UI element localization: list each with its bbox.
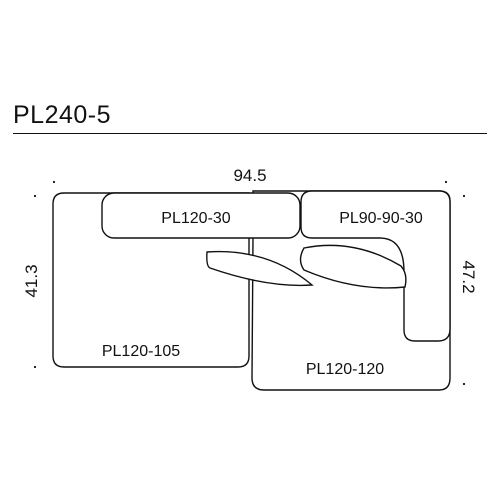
title-divider xyxy=(13,133,487,134)
corner-dot-left-top xyxy=(33,194,37,198)
throw-pillow-right xyxy=(299,244,407,289)
label-seat-left: PL120-105 xyxy=(102,343,180,360)
corner-dot-right-bottom xyxy=(462,382,466,386)
module-back-left xyxy=(101,192,301,239)
label-seat-right: PL120-120 xyxy=(306,361,384,378)
label-back-right: PL90-90-30 xyxy=(339,210,423,227)
corner-dot-left-bottom xyxy=(33,365,37,369)
corner-dot-right-top xyxy=(462,194,466,198)
module-back-right xyxy=(300,190,451,342)
label-back-left: PL120-30 xyxy=(161,210,230,227)
page-title: PL240-5 xyxy=(13,101,112,129)
corner-dot-top-left xyxy=(52,180,56,184)
throw-pillow-left xyxy=(206,250,314,287)
dimension-right-depth: 47.2 xyxy=(459,260,478,293)
dimension-left-depth: 41.3 xyxy=(22,264,41,297)
dimension-width: 94.5 xyxy=(233,166,266,185)
corner-dot-top-right xyxy=(444,180,448,184)
